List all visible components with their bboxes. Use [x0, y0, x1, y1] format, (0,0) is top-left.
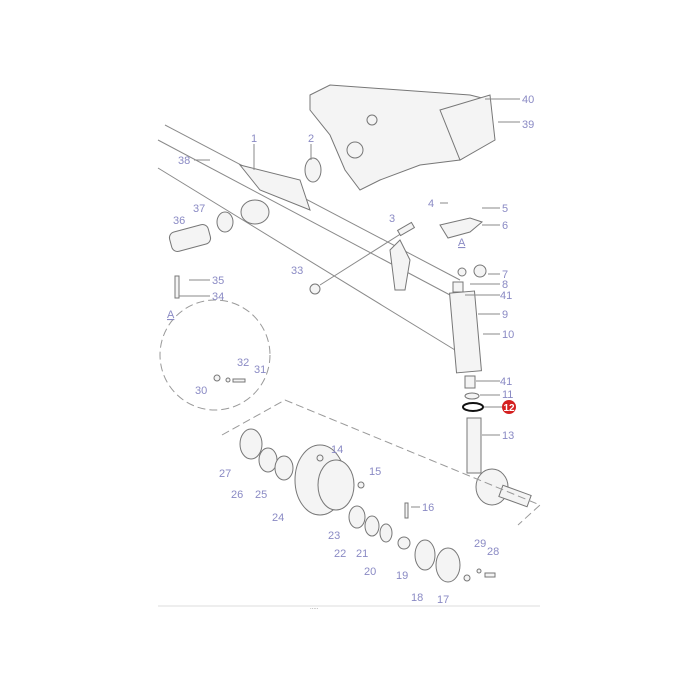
callout-35[interactable]: 35 [212, 275, 224, 287]
callout-41-upper[interactable]: 41 [500, 290, 512, 302]
detail-view-label-a: A [167, 309, 175, 321]
callout-32[interactable]: 32 [237, 357, 249, 369]
nut-15-part [357, 481, 365, 489]
stud-14-part [316, 454, 324, 462]
callout-39[interactable]: 39 [522, 119, 534, 131]
bush-upper-part [452, 281, 464, 293]
callout-2[interactable]: 2 [308, 133, 314, 145]
bushing-part [240, 199, 270, 225]
hub-24-part [294, 444, 355, 516]
hub-assembly-outline [221, 399, 541, 526]
bush-lower-part [464, 375, 476, 389]
split-pin-16-part [404, 502, 409, 519]
washer-11-part [464, 392, 480, 400]
washer-29-part [476, 568, 482, 574]
ring-26-part [258, 447, 278, 473]
callout-9[interactable]: 9 [502, 309, 508, 321]
ball-joint-part [473, 264, 487, 278]
callout-25[interactable]: 25 [255, 489, 267, 501]
callout-6[interactable]: 6 [502, 220, 508, 232]
callout-41-lower[interactable]: 41 [500, 376, 512, 388]
callout-11[interactable]: 11 [502, 389, 513, 401]
footer-mark: ..... [310, 605, 319, 611]
callout-12[interactable]: 12 [503, 403, 515, 414]
callout-31[interactable]: 31 [254, 364, 266, 376]
callout-29[interactable]: 29 [474, 538, 486, 550]
nut-part [309, 283, 321, 295]
bolt-part [396, 221, 416, 237]
callout-27[interactable]: 27 [219, 468, 231, 480]
ring-23-part [348, 505, 366, 529]
callout-33[interactable]: 33 [291, 265, 303, 277]
callout-16[interactable]: 16 [422, 502, 434, 514]
pivot-pin-part [168, 224, 212, 252]
callout-20[interactable]: 20 [364, 566, 376, 578]
callout-10[interactable]: 10 [502, 329, 514, 341]
callout-4[interactable]: 4 [428, 198, 434, 210]
leader-lines [179, 98, 520, 508]
callout-17[interactable]: 17 [437, 594, 449, 606]
callout-8[interactable]: 8 [502, 279, 508, 291]
callout-24[interactable]: 24 [272, 512, 284, 524]
detail-ref-a: A [458, 237, 466, 249]
callout-labels: 40 39 1 2 38 4 5 6 37 36 3 A 33 7 8 41 3… [167, 94, 534, 606]
axle-beam [157, 124, 461, 351]
callout-19[interactable]: 19 [396, 570, 408, 582]
thrust-washer-part [216, 211, 234, 233]
seal-12-part [462, 402, 484, 412]
seal-27-part [239, 428, 263, 460]
callout-1[interactable]: 1 [251, 133, 257, 145]
callout-15[interactable]: 15 [369, 466, 381, 478]
callout-12-highlighted[interactable]: 12 [502, 400, 516, 414]
callout-40[interactable]: 40 [522, 94, 534, 106]
front-support-frame [309, 84, 496, 191]
detail-view-a [159, 299, 271, 411]
callout-22[interactable]: 22 [334, 548, 346, 560]
steering-arm-part [439, 217, 484, 239]
callout-21[interactable]: 21 [356, 548, 368, 560]
callout-14[interactable]: 14 [331, 444, 343, 456]
stub-axle-part [466, 417, 532, 508]
callout-23[interactable]: 23 [328, 530, 340, 542]
callout-7[interactable]: 7 [502, 269, 508, 281]
washer-part [304, 157, 322, 183]
bolt-28-part [484, 572, 496, 578]
castle-nut-20-part [397, 536, 411, 550]
callout-38[interactable]: 38 [178, 155, 190, 167]
hub-cap-18-part [435, 547, 461, 583]
callout-28[interactable]: 28 [487, 546, 499, 558]
roll-pin-part [174, 275, 180, 299]
washer-21-part [379, 523, 393, 543]
callout-3[interactable]: 3 [389, 213, 395, 225]
gasket-19-part [414, 539, 436, 571]
bearing-25-part [274, 455, 294, 481]
spindle-housing-part [449, 290, 482, 374]
callout-5[interactable]: 5 [502, 203, 508, 215]
callout-34[interactable]: 34 [212, 291, 224, 303]
callout-30[interactable]: 30 [195, 385, 207, 397]
callout-36[interactable]: 36 [173, 215, 185, 227]
callout-18[interactable]: 18 [411, 592, 423, 604]
bearing-22-part [364, 515, 380, 537]
callout-13[interactable]: 13 [502, 430, 514, 442]
callout-37[interactable]: 37 [193, 203, 205, 215]
callout-26[interactable]: 26 [231, 489, 243, 501]
plug-17-part [463, 574, 471, 582]
